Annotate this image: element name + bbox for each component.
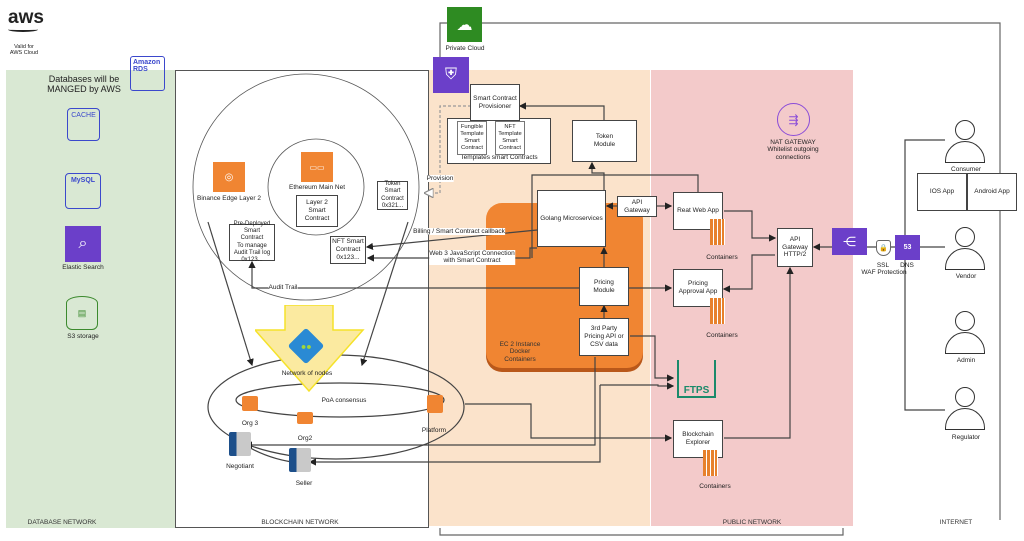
web3-connection-label: Web 3 JavaScript Connection with Smart C… [429, 250, 515, 265]
org3-label: Org 3 [241, 420, 259, 427]
valid-for-label: Valid for AWS Cloud [9, 44, 39, 57]
vendor-label: Vendor [955, 273, 977, 280]
audit-trail-label: Audit Trail [268, 284, 298, 292]
s3-storage-label: S3 storage [67, 333, 99, 340]
database-network-label: DATABASE NETWORK [27, 519, 97, 526]
network-of-nodes-label: Network of nodes [281, 370, 333, 377]
ssl-shield-icon: 🔒 [876, 240, 891, 256]
seller-server-icon [289, 448, 311, 472]
cache-icon: CACHE [67, 108, 100, 141]
nft-template-doc: NFT Template Smart Contract [495, 121, 525, 155]
consumer-label: Consumer [951, 166, 981, 173]
containers-icon [710, 219, 725, 245]
regulator-user-icon [945, 387, 985, 432]
admin-user-icon [945, 311, 985, 356]
dns-label: DNS [900, 262, 914, 269]
containers-label: Containers [699, 483, 731, 490]
seller-label: Seller [295, 480, 313, 487]
internet-label: INTERNET [939, 519, 973, 526]
elastic-search-icon: ⌕ [65, 226, 101, 262]
binance-label: Binance Edge Layer 2 [197, 195, 261, 202]
poa-consensus-label: PoA consensus [321, 397, 367, 404]
vendor-user-icon [945, 227, 985, 272]
golang-microservices: Golang Microservices [537, 190, 606, 247]
waf-protection-label: WAF Protection [861, 269, 907, 276]
amazon-rds-icon: Amazon RDS [130, 56, 165, 91]
nat-gateway-label: NAT GATEWAY Whitelist outgoing connectio… [767, 139, 819, 161]
smart-contract-provisioner: Smart Contract Provisioner [470, 84, 520, 121]
elastic-search-label: Elastic Search [62, 264, 104, 271]
private-cloud-icon: ☁ [447, 7, 482, 42]
layer2-smart-contract: Layer 2 Smart Contract [296, 195, 338, 227]
third-party-pricing-api: 3rd Party Pricing API or CSV data [579, 318, 629, 356]
ftps-icon: FTPS [677, 360, 716, 398]
negotiant-label: Negotiant [226, 463, 254, 470]
platform-node-icon [427, 395, 443, 413]
provision-label: Provision [426, 175, 454, 183]
ethereum-icon: ▭▭ [301, 152, 333, 182]
load-balancer-icon: ⋲ [832, 228, 867, 255]
pricing-module: Pricing Module [579, 267, 629, 306]
mysql-icon: MySQL [65, 173, 101, 209]
nft-smart-contract: NFT Smart Contract 0x123... [330, 236, 366, 264]
token-smart-contract: Token Smart Contract 0x321... [377, 181, 408, 210]
private-cloud-label: Private Cloud [445, 45, 485, 52]
platform-label: Platform [421, 427, 447, 434]
binance-icon: ◎ [213, 162, 245, 192]
token-module: Token Module [572, 120, 637, 162]
databases-title: Databases will be MANGED by AWS [47, 74, 121, 95]
cloud-shield-icon: ⛨ [433, 57, 469, 93]
aws-logo: aws [8, 8, 44, 32]
regulator-label: Regulator [951, 434, 981, 441]
ios-app: IOS App [917, 173, 967, 211]
org3-node-icon [242, 396, 258, 411]
predeployed-smart-contract: Pre-Deployed Smart Contract To manage Au… [229, 221, 275, 263]
ethereum-label: Ethereum Main Net [289, 184, 345, 191]
api-gateway-http2: API Gateway HTTP/2 [777, 228, 813, 267]
api-gateway: API Gateway [617, 196, 657, 217]
android-app: Android App [967, 173, 1017, 211]
blockchain-network-label: BLOCKCHAIN NETWORK [261, 519, 339, 526]
billing-callback-label: Billing / Smart Contract callback [413, 228, 505, 236]
route53-dns-icon: 53 [895, 235, 920, 260]
aws-logo-text: aws [8, 7, 44, 28]
s3-bucket-icon: ▤ [66, 296, 98, 330]
negotiant-server-icon [229, 432, 251, 456]
public-network-label: PUBLIC NETWORK [722, 519, 782, 526]
containers-icon [703, 450, 718, 476]
org2-label: Org2 [297, 435, 313, 442]
admin-label: Admin [956, 357, 976, 364]
containers-icon [710, 298, 725, 324]
fungible-template-doc: Fungible Template Smart Contract [457, 121, 487, 155]
nat-gateway-icon: ⇶ [777, 103, 810, 136]
ec2-docker-label: EC 2 Instance Docker Containers [499, 341, 541, 363]
consumer-user-icon [945, 120, 985, 165]
ssl-label: SSL [876, 262, 890, 269]
containers-label: Containers [706, 254, 738, 261]
blockchain-explorer: Blockchain Explorer [673, 420, 723, 458]
org2-node-icon [297, 412, 313, 424]
containers-label: Containers [706, 332, 738, 339]
